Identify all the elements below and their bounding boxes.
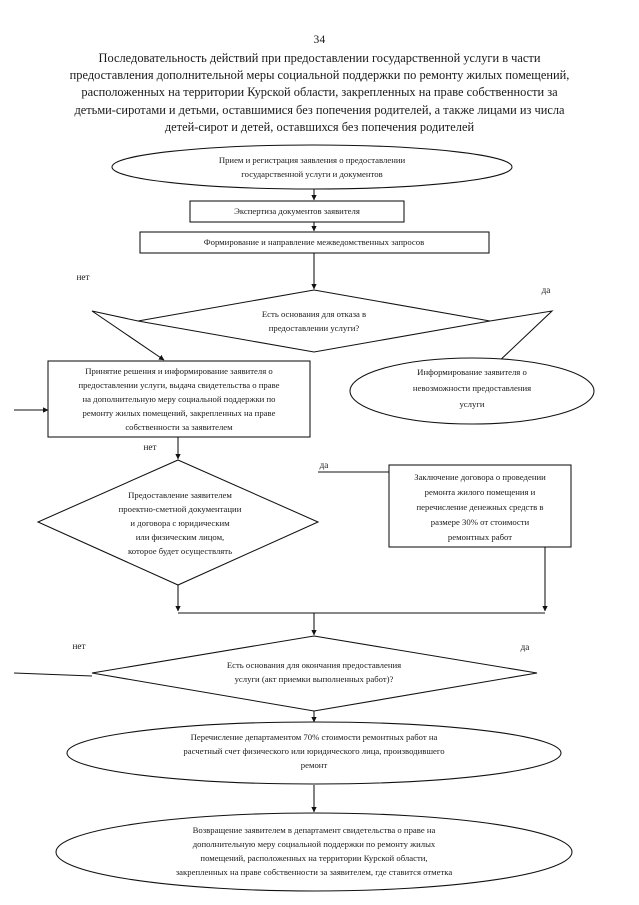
diamond-shape xyxy=(91,635,538,712)
branch-label-no-2: нет xyxy=(143,442,156,452)
title-line-5: детей-сирот и детей, оставшихся без попе… xyxy=(164,119,475,134)
node-line: ремонтных работ xyxy=(448,532,512,542)
node-line: на дополнительную меру социальной поддер… xyxy=(82,394,276,404)
page-number: 34 xyxy=(313,34,326,46)
node-line: и договора с юридическим xyxy=(130,518,230,528)
node-line: расчетный счет физического или юридическ… xyxy=(183,746,445,756)
ellipse-shape xyxy=(349,357,595,425)
node-line: Есть основания для окончания предоставле… xyxy=(227,660,401,670)
node-line: Перечисление департаментом 70% стоимости… xyxy=(191,732,438,742)
node-line: закрепленных на праве собственности за з… xyxy=(176,867,453,877)
node-line: ремонта жилого помещения и xyxy=(425,487,536,497)
ellipse-shape xyxy=(111,144,513,190)
node-line: Возвращение заявителем в департамент сви… xyxy=(193,825,436,835)
node-receive-application: Прием и регистрация заявления о предоста… xyxy=(111,144,513,190)
node-contract-and-advance-payment: Заключение договора о проведении ремонта… xyxy=(388,464,572,548)
node-line: предоставлении услуги, выдача свидетельс… xyxy=(78,380,279,390)
node-line: проектно-сметной документации xyxy=(119,504,242,514)
title-line-4: детьми-сиротами и детьми, оставшимися бе… xyxy=(74,102,565,117)
ellipse-shape xyxy=(66,721,562,785)
node-decision-refusal-grounds: Есть основания для отказа в предоставлен… xyxy=(137,289,491,353)
page-title: Последовательность действий при предоста… xyxy=(36,50,603,136)
title-line-1: Последовательность действий при предоста… xyxy=(98,51,541,65)
edge-n4-no-n5 xyxy=(91,310,165,361)
node-final-payment: Перечисление департаментом 70% стоимости… xyxy=(66,721,562,785)
title-line-2: предоставления дополнительной меры социа… xyxy=(69,68,570,83)
node-line: Есть основания для отказа в xyxy=(262,309,366,319)
node-line: предоставлении услуги? xyxy=(269,323,360,333)
branch-label-yes-1: да xyxy=(542,285,551,295)
connector-layer xyxy=(13,188,554,813)
ellipse-shape xyxy=(55,812,573,892)
node-line: Информирование заявителя о xyxy=(417,367,527,377)
node-line: невозможности предоставления xyxy=(413,383,531,393)
node-refusal-notification: Информирование заявителя о невозможности… xyxy=(349,357,595,425)
node-line: дополнительную меру социальной поддержки… xyxy=(193,839,436,849)
node-line: перечисление денежных средств в xyxy=(416,502,543,512)
branch-label-no-1: нет xyxy=(76,272,89,282)
node-line: государственной услуги и документов xyxy=(241,169,382,179)
node-line: услуги (акт приемки выполненных работ)? xyxy=(235,674,394,684)
node-line: Заключение договора о проведении xyxy=(414,472,546,482)
edge-n9-no-left xyxy=(13,672,93,677)
node-line: которое будет осуществлять xyxy=(128,546,232,556)
node-line: Экспертиза документов заявителя xyxy=(234,206,360,216)
node-decision-and-certificate: Принятие решения и информирование заявит… xyxy=(47,360,311,438)
diamond-shape xyxy=(137,289,491,353)
node-line: Прием и регистрация заявления о предоста… xyxy=(219,155,406,165)
node-return-certificate: Возвращение заявителем в департамент сви… xyxy=(55,812,573,892)
rect-shape xyxy=(47,360,311,438)
branch-label-no-3: нет xyxy=(72,641,85,651)
node-line: Формирование и направление межведомствен… xyxy=(204,237,424,247)
branch-label-layer: нет да нет да нет да xyxy=(72,272,550,652)
title-line-3: расположенных на территории Курской обла… xyxy=(81,85,558,100)
node-line: ремонт xyxy=(301,760,328,770)
node-document-expertise: Экспертиза документов заявителя xyxy=(189,200,405,223)
node-decision-submit-documents: Предоставление заявителем проектно-сметн… xyxy=(36,459,320,586)
node-decision-completion-grounds: Есть основания для окончания предоставле… xyxy=(91,635,538,712)
node-line: услуги xyxy=(459,399,484,409)
node-line: собственности за заявителем xyxy=(125,422,233,432)
node-line: Принятие решения и информирование заявит… xyxy=(85,366,273,376)
rect-shape xyxy=(189,200,405,223)
node-line: помещений, расположенных на территории К… xyxy=(200,853,427,863)
branch-label-yes-2: да xyxy=(320,460,329,470)
rect-shape xyxy=(139,231,490,254)
node-line: размере 30% от стоимости xyxy=(431,517,530,527)
node-interagency-requests: Формирование и направление межведомствен… xyxy=(139,231,490,254)
node-line: ремонту жилых помещений, закрепленных на… xyxy=(83,408,276,418)
edge-n4-yes-n6 xyxy=(489,310,554,366)
branch-label-yes-3: да xyxy=(521,642,530,652)
node-line: или физическим лицом, xyxy=(136,532,224,542)
rect-shape xyxy=(388,464,572,548)
node-line: Предоставление заявителем xyxy=(128,490,232,500)
diamond-shape xyxy=(36,459,320,586)
